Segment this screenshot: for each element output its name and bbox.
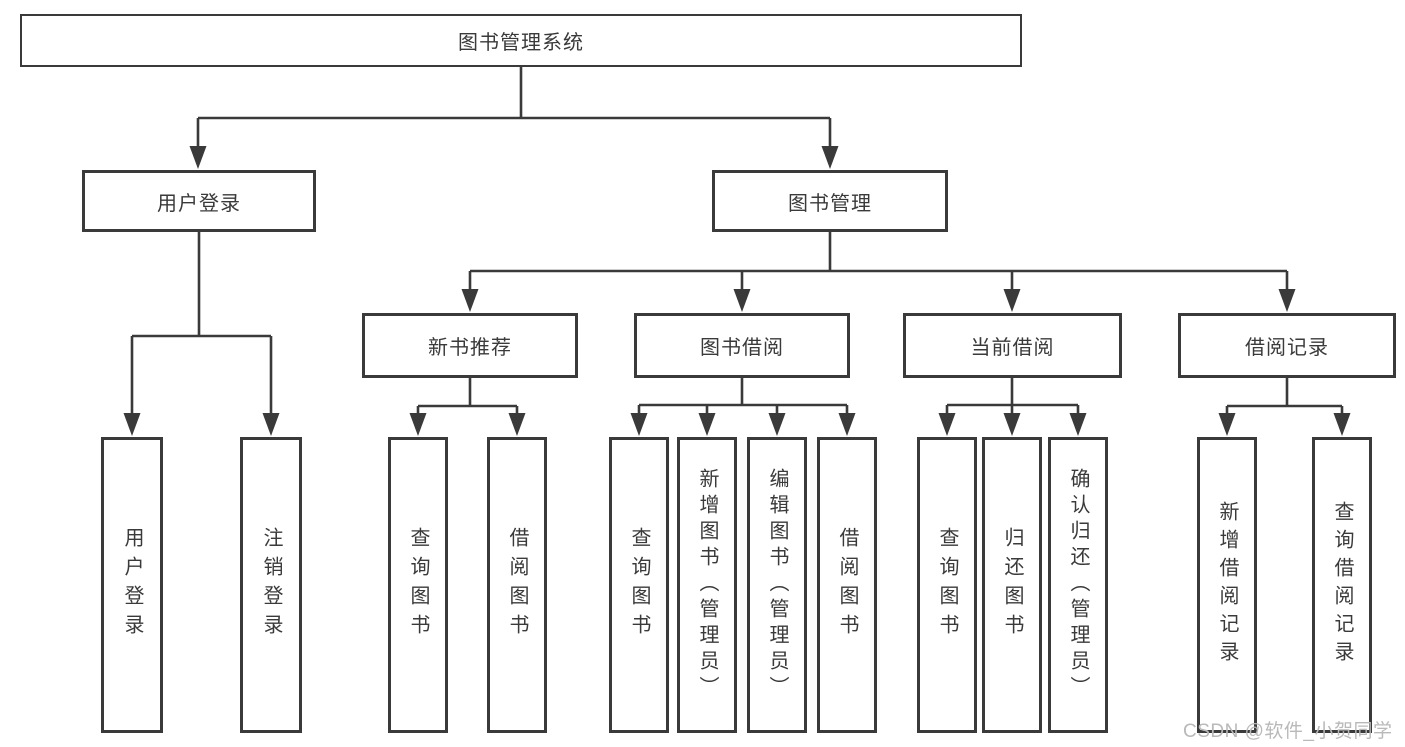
leaf-records-add-label: 新增借阅记录 — [1216, 501, 1238, 669]
leaf-current-return-books: 归还图书 — [982, 437, 1042, 733]
node-library-system-label: 图书管理系统 — [458, 32, 584, 54]
leaf-logout: 注销登录 — [240, 437, 302, 733]
node-book-management-label: 图书管理 — [788, 192, 872, 215]
leaf-borrow-edit-books-admin-label: 编辑图书（管理员） — [766, 468, 788, 702]
leaf-borrow-add-books-admin-label: 新增图书（管理员） — [696, 468, 718, 702]
leaf-user-login: 用户登录 — [101, 437, 163, 733]
leaf-logout-label: 注销登录 — [260, 527, 282, 643]
leaf-current-query-books: 查询图书 — [917, 437, 977, 733]
leaf-records-query-label: 查询借阅记录 — [1331, 501, 1353, 669]
csdn-watermark: CSDN @软件_小贺同学 — [1183, 721, 1393, 742]
node-user-login: 用户登录 — [82, 170, 316, 232]
leaf-borrow-borrow-books-label: 借阅图书 — [836, 527, 858, 643]
node-borrow-records-label: 借阅记录 — [1245, 337, 1329, 359]
arrowheads — [123, 146, 1351, 436]
leaf-records-query: 查询借阅记录 — [1312, 437, 1372, 733]
node-current-borrow: 当前借阅 — [903, 313, 1122, 378]
node-book-borrow: 图书借阅 — [634, 313, 850, 378]
node-current-borrow-label: 当前借阅 — [970, 337, 1055, 359]
node-library-system: 图书管理系统 — [20, 14, 1022, 67]
leaf-borrow-add-books-admin: 新增图书（管理员） — [677, 437, 737, 733]
leaf-recommend-borrow-books: 借阅图书 — [487, 437, 547, 733]
leaf-current-return-books-label: 归还图书 — [1001, 527, 1023, 643]
node-borrow-records: 借阅记录 — [1178, 313, 1396, 378]
node-book-borrow-label: 图书借阅 — [700, 337, 784, 359]
node-book-management: 图书管理 — [712, 170, 948, 232]
leaf-current-confirm-return-admin-label: 确认归还（管理员） — [1067, 468, 1089, 702]
leaf-borrow-borrow-books: 借阅图书 — [817, 437, 877, 733]
leaf-borrow-query-books: 查询图书 — [609, 437, 669, 733]
leaf-borrow-query-books-label: 查询图书 — [628, 527, 650, 643]
leaf-borrow-edit-books-admin: 编辑图书（管理员） — [747, 437, 807, 733]
leaf-current-query-books-label: 查询图书 — [936, 527, 958, 643]
leaf-current-confirm-return-admin: 确认归还（管理员） — [1048, 437, 1108, 733]
leaf-records-add: 新增借阅记录 — [1197, 437, 1257, 733]
node-user-login-label: 用户登录 — [157, 192, 241, 215]
leaf-user-login-label: 用户登录 — [121, 527, 143, 643]
node-new-book-recommend: 新书推荐 — [362, 313, 578, 378]
leaf-recommend-query-books: 查询图书 — [388, 437, 448, 733]
node-new-book-recommend-label: 新书推荐 — [428, 337, 512, 359]
leaf-recommend-query-books-label: 查询图书 — [407, 527, 429, 643]
leaf-recommend-borrow-books-label: 借阅图书 — [506, 527, 528, 643]
